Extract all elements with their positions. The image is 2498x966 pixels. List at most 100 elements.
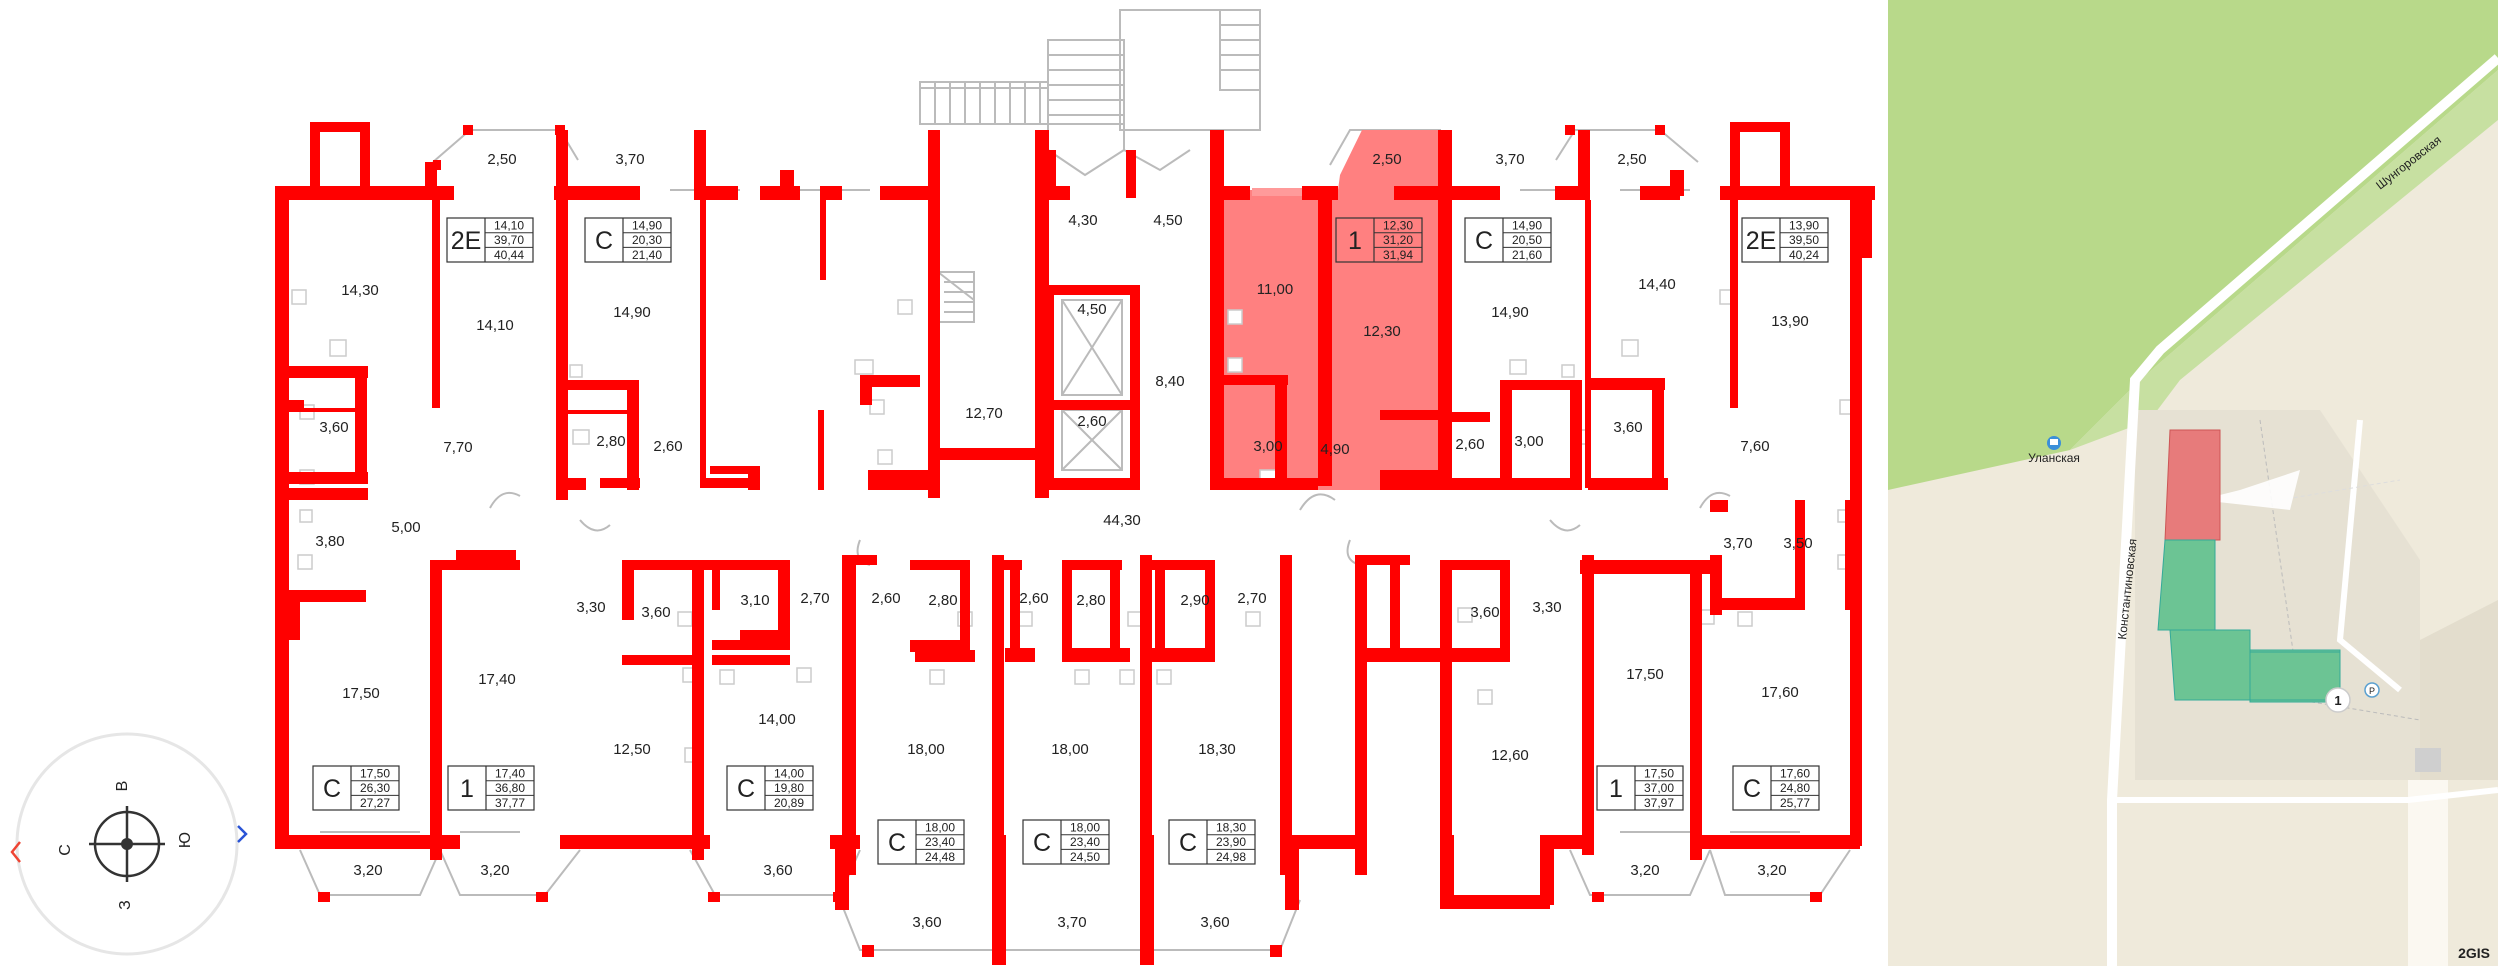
entrance-stairs (299, 9, 1851, 951)
apartment-area-c: 27,27 (360, 796, 390, 810)
parking-icon (2364, 682, 2380, 698)
apartment-area-c: 21,60 (1512, 248, 1542, 262)
room-area-r50: 14,00 (758, 711, 796, 728)
apartment-area-b: 20,30 (632, 233, 662, 247)
room-area-r25: 4,90 (1320, 441, 1349, 458)
room-area-r60: 3,20 (1630, 862, 1659, 879)
room-area-r61: 3,20 (1757, 862, 1786, 879)
apartment-area-b: 36,80 (495, 781, 525, 795)
room-area-r12: 11,00 (1257, 281, 1293, 298)
walls (275, 122, 1875, 965)
building-marker-label: 1 (2334, 693, 2341, 708)
apartment-area-c: 37,97 (1644, 796, 1674, 810)
park-area (1888, 0, 2498, 490)
apartment-type: 1 (1348, 227, 1362, 255)
room-area-r39: 2,60 (871, 590, 900, 607)
rotate-right-icon[interactable] (237, 825, 248, 843)
room-area-r42: 2,80 (1076, 592, 1105, 609)
compass-north-label: С (57, 844, 74, 856)
room-area-r45: 3,60 (1470, 604, 1499, 621)
room-area-r33: 3,70 (1723, 535, 1752, 552)
room-area-r20: 3,60 (319, 419, 348, 436)
apartment-type: 1 (1609, 775, 1623, 803)
map-brand-logo: 2GIS (2458, 945, 2490, 961)
room-area-r29: 7,60 (1740, 438, 1769, 455)
location-map[interactable]: 1 P Уланская Шунгоровская Константиновск… (1888, 0, 2498, 966)
apartment-area-a: 17,50 (1644, 767, 1674, 781)
apartment-area-a: 14,90 (632, 219, 662, 233)
room-area-r26: 2,60 (1455, 436, 1484, 453)
room-area-r10: 14,10 (476, 317, 514, 334)
room-area-r7: 4,50 (1153, 212, 1182, 229)
apartment-area-b: 39,50 (1789, 233, 1819, 247)
rotate-left-icon[interactable] (10, 841, 21, 863)
room-area-r64: 3,60 (1200, 914, 1229, 931)
compass-south-label: Ю (177, 832, 194, 848)
room-area-r6: 4,30 (1068, 212, 1097, 229)
apartment-type: С (595, 227, 613, 255)
room-area-r59: 3,60 (763, 862, 792, 879)
apartment-area-a: 18,30 (1216, 821, 1246, 835)
room-area-r23: 2,60 (653, 438, 682, 455)
apartment-area-b: 39,70 (494, 233, 524, 247)
compass-west-label: З (117, 900, 134, 910)
room-area-r21: 7,70 (443, 439, 472, 456)
room-area-r9: 14,30 (341, 282, 379, 299)
apartment-type: С (737, 775, 755, 803)
apartment-area-a: 14,10 (494, 219, 524, 233)
room-area-r43: 2,90 (1180, 592, 1209, 609)
room-area-r37: 3,10 (740, 592, 769, 609)
apartment-area-a: 17,60 (1780, 767, 1810, 781)
building-marker-pin[interactable] (2325, 687, 2351, 713)
svg-text:P: P (2369, 686, 2375, 696)
room-area-r51: 18,00 (907, 741, 945, 758)
apartment-area-a: 18,00 (925, 821, 955, 835)
room-area-r35: 3,30 (576, 599, 605, 616)
room-area-r18: 8,40 (1155, 373, 1184, 390)
room-area-r41: 2,60 (1019, 590, 1048, 607)
room-area-r24: 3,00 (1253, 438, 1282, 455)
apartment-type: С (323, 775, 341, 803)
room-area-r44: 2,70 (1237, 590, 1266, 607)
selected-house[interactable] (2164, 429, 2221, 541)
room-area-r31: 44,30 (1103, 512, 1141, 529)
room-area-r57: 3,20 (353, 862, 382, 879)
room-area-r5: 2,50 (1617, 151, 1646, 168)
room-area-r22: 2,80 (596, 433, 625, 450)
room-area-r54: 12,60 (1491, 747, 1529, 764)
apartment-type: С (1743, 775, 1761, 803)
room-area-r46: 3,30 (1532, 599, 1561, 616)
house-section[interactable] (2157, 539, 2216, 631)
room-area-r62: 3,60 (912, 914, 941, 931)
room-area-r16: 13,90 (1771, 313, 1809, 330)
room-area-r1: 2,50 (487, 151, 516, 168)
room-area-r47: 17,50 (342, 685, 380, 702)
apartment-area-c: 24,98 (1216, 850, 1246, 864)
apartment-area-b: 24,80 (1780, 781, 1810, 795)
room-area-r40: 2,80 (928, 592, 957, 609)
room-area-r27: 3,00 (1514, 433, 1543, 450)
compass-widget[interactable]: С В Ю З (10, 732, 248, 956)
room-area-r8: 4,50 (1077, 301, 1106, 318)
room-area-r4: 3,70 (1495, 151, 1524, 168)
apartment-type: С (1475, 227, 1493, 255)
apartment-area-b: 20,50 (1512, 233, 1542, 247)
apartment-area-a: 14,00 (774, 767, 804, 781)
apartment-area-b: 23,40 (925, 835, 955, 849)
